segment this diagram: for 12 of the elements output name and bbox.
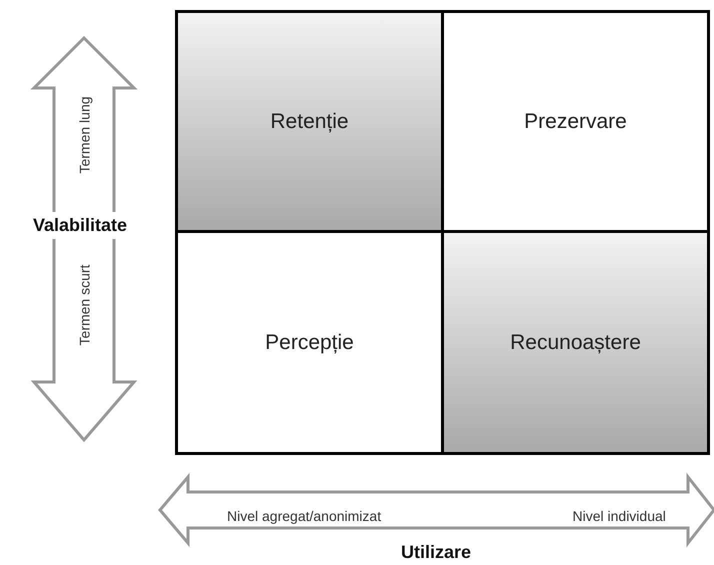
axis-title: Valabilitate bbox=[33, 212, 128, 238]
quadrant-box bbox=[178, 13, 444, 233]
axis-label: Nivel individual bbox=[572, 508, 666, 524]
quadrant-label: Retenție bbox=[270, 110, 349, 134]
quadrant-label: Recunoaștere bbox=[510, 330, 641, 354]
axis-label: Nivel agregat/anonimizat bbox=[227, 508, 382, 524]
quadrant-label: Prezervare bbox=[524, 110, 627, 134]
axis-label: Termen lung bbox=[76, 96, 92, 174]
quadrant-label: Percepție bbox=[265, 330, 354, 354]
axis-title: Utilizare bbox=[401, 542, 472, 562]
quadrant-box bbox=[444, 233, 707, 452]
axis-label: Termen scurt bbox=[76, 264, 92, 346]
